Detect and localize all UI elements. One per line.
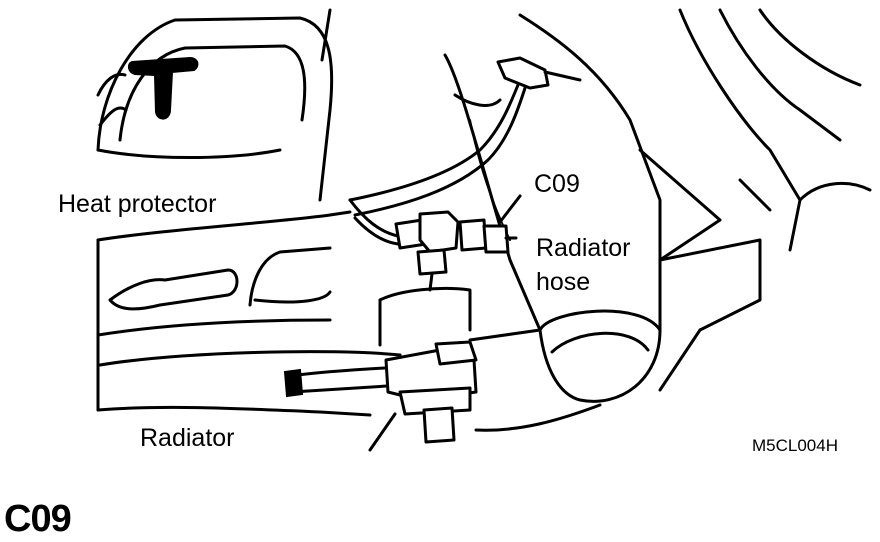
harness-shape <box>348 194 522 292</box>
radiator-label: Radiator <box>140 424 235 452</box>
heat-protector-label: Heat protector <box>58 190 217 218</box>
radiator-hose-label-line2: hose <box>536 268 591 296</box>
connector-label: C09 <box>534 170 580 198</box>
radiator-hose-label-line1: Radiator <box>536 234 631 262</box>
body-panel-shape <box>96 210 402 417</box>
heat-protector-shape <box>96 16 334 202</box>
right-structure-shape <box>638 8 872 392</box>
engine-bay-illustration <box>96 8 872 452</box>
tube-shape <box>320 8 582 217</box>
figure-code: M5CL004H <box>752 436 838 455</box>
connector-heading: C09 <box>4 498 72 540</box>
radiator-shape <box>283 287 602 452</box>
